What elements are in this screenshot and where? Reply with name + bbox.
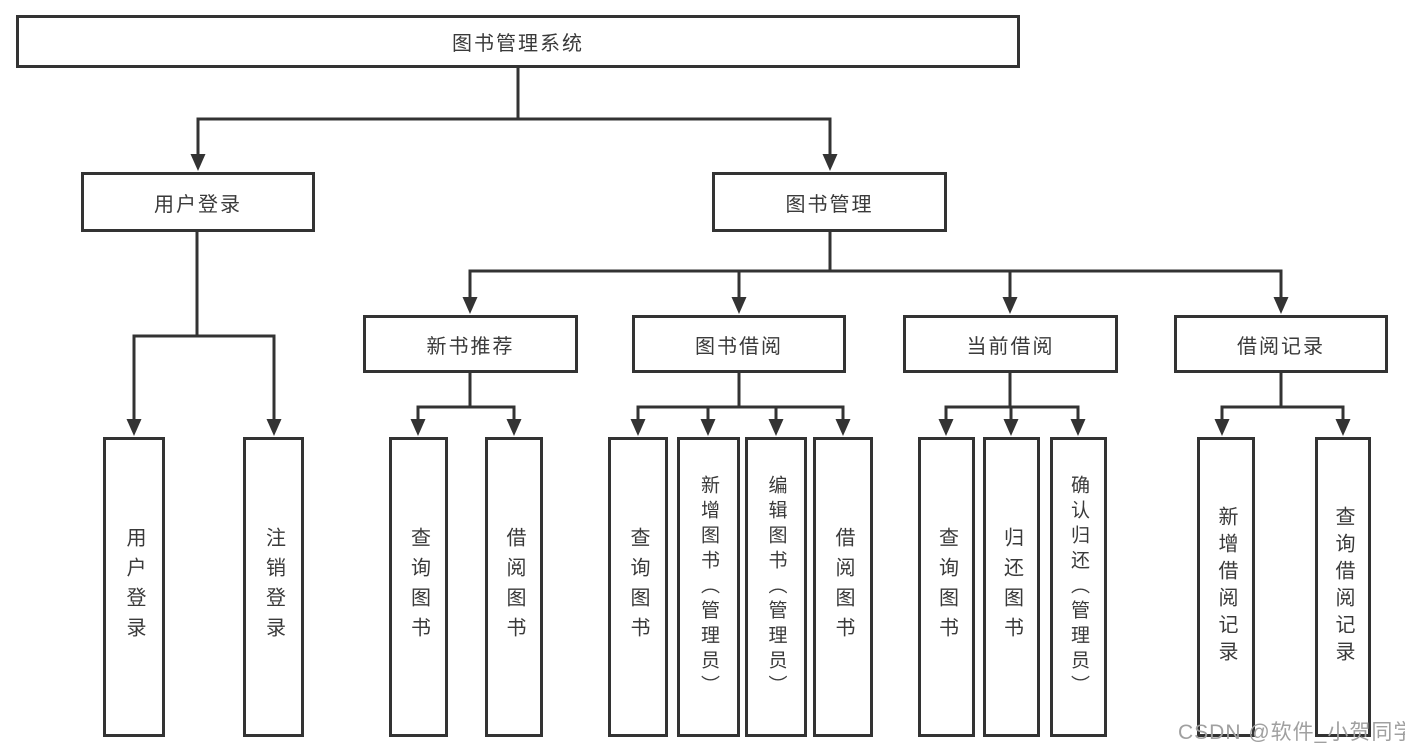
node-leaf-user-login: 用户登录 [103,437,165,737]
connector-userlogin-to-leaves [126,232,282,436]
node-leaf-edit-books-admin: 编辑图书（管理员） [745,437,807,737]
node-leaf-query-borrow-record-label: 查询借阅记录 [1332,506,1354,668]
node-leaf-edit-books-admin-label: 编辑图书（管理员） [765,474,787,700]
node-user-login-label: 用户登录 [154,193,242,216]
node-leaf-borrow-books-2: 借阅图书 [813,437,873,737]
node-current-borrow-label: 当前借阅 [966,335,1055,358]
node-leaf-add-borrow-record-label: 新增借阅记录 [1215,506,1237,668]
node-book-management: 图书管理 [712,172,947,232]
node-leaf-query-books-1: 查询图书 [389,437,448,737]
node-current-borrow: 当前借阅 [903,315,1118,373]
node-leaf-confirm-return-admin-label: 确认归还（管理员） [1068,474,1089,700]
node-leaf-return-books: 归还图书 [983,437,1040,737]
node-root: 图书管理系统 [16,15,1020,68]
node-leaf-add-books-admin: 新增图书（管理员） [677,437,740,737]
node-leaf-logout: 注销登录 [243,437,304,737]
node-leaf-confirm-return-admin: 确认归还（管理员） [1050,437,1107,737]
node-book-management-label: 图书管理 [785,193,874,216]
node-leaf-query-books-1-label: 查询图书 [407,527,430,647]
node-leaf-user-login-label: 用户登录 [123,527,145,647]
node-leaf-query-books-3-label: 查询图书 [935,527,958,647]
node-leaf-add-borrow-record: 新增借阅记录 [1197,437,1255,737]
node-root-label: 图书管理系统 [452,33,584,55]
node-leaf-query-books-2: 查询图书 [608,437,668,737]
node-book-borrow: 图书借阅 [632,315,846,373]
node-new-book-recommend: 新书推荐 [363,315,578,373]
connector-borrowrecords-to-leaves [1214,373,1351,436]
node-leaf-logout-label: 注销登录 [262,527,285,647]
node-borrow-records: 借阅记录 [1174,315,1388,373]
node-user-login: 用户登录 [81,172,315,232]
connector-bookmgmt-to-modules [462,232,1289,314]
node-leaf-query-borrow-record: 查询借阅记录 [1315,437,1371,737]
node-leaf-borrow-books-2-label: 借阅图书 [832,527,854,647]
node-borrow-records-label: 借阅记录 [1237,335,1325,358]
node-new-book-recommend-label: 新书推荐 [426,335,515,358]
node-leaf-query-books-3: 查询图书 [918,437,975,737]
connector-newbooks-to-leaves [410,373,522,436]
node-leaf-borrow-books-1-label: 借阅图书 [503,527,525,647]
connector-bookborrow-to-leaves [630,373,851,436]
node-leaf-query-books-2-label: 查询图书 [627,527,649,647]
watermark: CSDN @软件_小贺同学 [1178,721,1405,744]
connector-currentborrow-to-leaves [938,373,1086,436]
node-leaf-add-books-admin-label: 新增图书（管理员） [698,474,719,700]
node-leaf-borrow-books-1: 借阅图书 [485,437,543,737]
node-book-borrow-label: 图书借阅 [695,335,783,358]
node-leaf-return-books-label: 归还图书 [1000,527,1023,647]
connector-root-to-branches [190,68,838,171]
